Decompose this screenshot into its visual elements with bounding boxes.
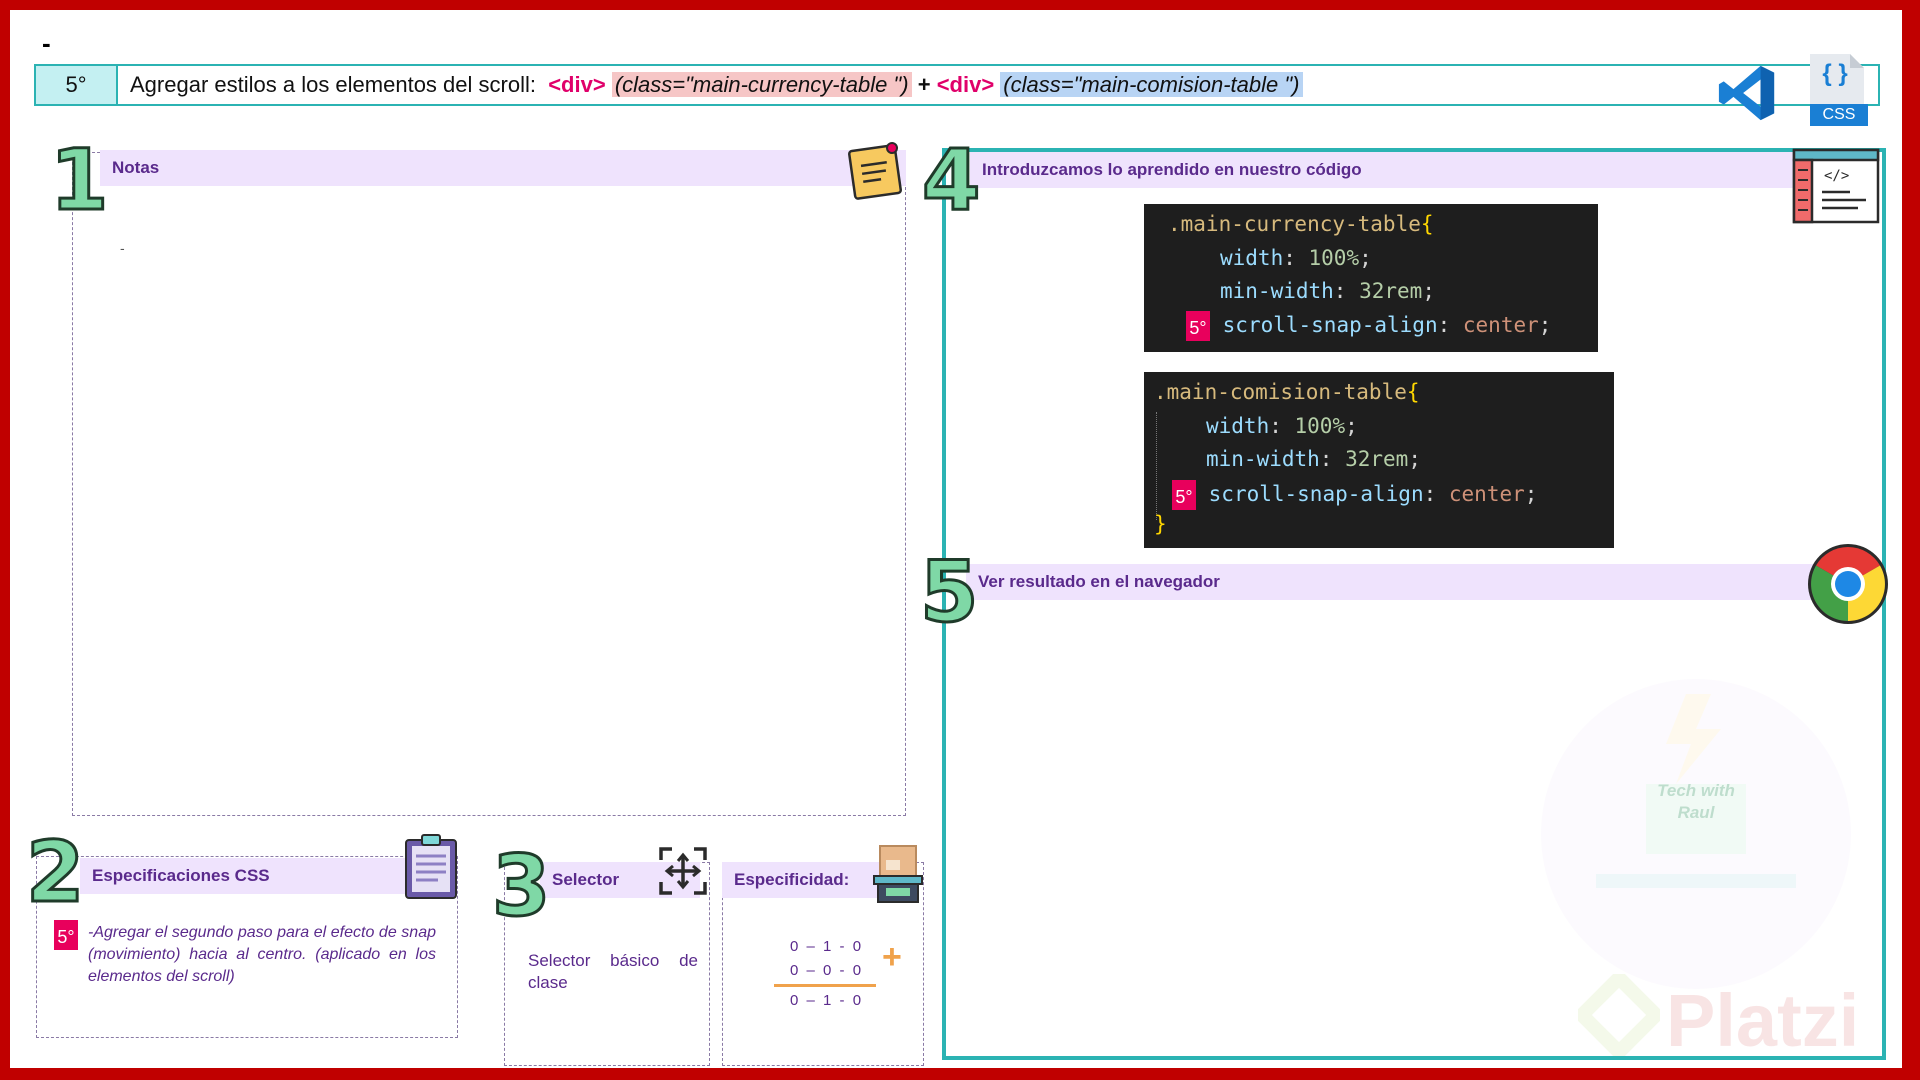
specs-box [36,856,458,1038]
specificity-divider [774,984,876,987]
code2-val-1: 100% [1294,414,1346,438]
sticky-note-icon [848,142,902,200]
code2-open-brace: { [1406,380,1420,404]
step-number: 5° [36,66,118,104]
specs-title: Especificaciones CSS [92,866,270,885]
code1-val-2: 32rem [1359,279,1423,303]
code1-prop-3: scroll-snap-align [1222,313,1438,337]
code2-val-2: 32rem [1345,447,1409,471]
code2-indent-guide [1156,412,1158,520]
code-block-comision: .main-comision-table{ width: 100%; min-w… [1144,372,1614,548]
code2-prop-1: width [1206,414,1270,438]
step-plus: + [917,72,931,97]
code1-badge: 5° [1186,311,1210,341]
browser-title: Ver resultado en el navegador [978,572,1220,591]
code-result-panel [942,148,1886,1060]
specificity-result: 0 – 1 - 0 [790,992,864,1009]
selector-title: Selector [552,870,620,889]
code2-selector: .main-comision-table [1154,380,1407,404]
code1-open-brace: { [1420,212,1434,236]
css-braces: { } [1822,60,1848,87]
scale-icon [873,845,923,903]
notes-box [72,152,906,816]
code1-prop-1: width [1220,246,1284,270]
code2-badge: 5° [1172,480,1196,510]
vscode-icon [1718,65,1775,121]
platzi-logo-icon [1578,974,1660,1056]
clipboard-icon [405,834,457,899]
notes-title: Notas [112,158,160,177]
code1-selector: .main-currency-table [1168,212,1421,236]
specs-header: Especificaciones CSS [80,858,420,894]
svg-text:</>: </> [1824,168,1849,184]
code-window-icon: </> [1792,148,1880,224]
code-block-currency: .main-currency-table{ width: 100%; min-w… [1144,204,1598,352]
code2-prop-2: min-width [1206,447,1320,471]
watermark-text: Tech with Raul [1646,780,1746,824]
code1-prop-2: min-width [1220,279,1334,303]
browser-header: Ver resultado en el navegador [966,564,1814,600]
watermark-line-1: Tech with [1657,781,1735,800]
step-text-prefix: Agregar estilos a los elementos del scro… [130,72,536,97]
specificity-title: Especificidad: [734,870,850,889]
code1-val-1: 100% [1308,246,1360,270]
code2-prop-3: scroll-snap-align [1208,482,1424,506]
section-number-2: 2 [24,823,85,921]
step-class-2: (class="main-comision-table ") [1000,72,1303,97]
notes-content: - [120,240,125,256]
watermark-logo [1541,679,1851,989]
css-label: CSS [1822,106,1856,123]
step-tag-1: <div> [548,72,606,97]
selector-header: Selector [540,862,700,898]
section-number-4: 4 [920,131,981,229]
code-header: Introduzcamos lo aprendido en nuestro có… [970,152,1800,188]
slide: - 5° Agregar estilos a los elementos del… [10,10,1902,1068]
chrome-icon [1808,544,1888,624]
section-number-3: 3 [490,837,551,935]
specificity-header: Especificidad: [722,862,884,898]
notes-header: Notas [100,150,906,186]
step-bar: 5° Agregar estilos a los elementos del s… [34,64,1880,106]
top-dash: - [42,28,51,58]
section-number-1: 1 [48,131,109,229]
specs-badge: 5° [54,920,78,950]
platzi-brand: Platzi [1666,979,1860,1062]
code2-val-3: center [1448,482,1525,506]
step-tag-2: <div> [936,72,995,97]
specificity-row-2: 0 – 0 - 0 [790,962,864,979]
watermark-line-2: Raul [1677,803,1715,822]
step-text: Agregar estilos a los elementos del scro… [130,66,1303,104]
code2-close-brace: } [1154,512,1167,536]
specificity-plus: + [882,938,902,976]
selector-move-icon [659,847,707,895]
css-file-icon: { } CSS [1806,52,1868,128]
specificity-row-1: 0 – 1 - 0 [790,938,864,955]
code1-val-3: center [1462,313,1539,337]
selector-text: Selector básico de clase [528,951,698,992]
section-number-5: 5 [918,543,979,641]
step-class-1: (class="main-currency-table ") [611,72,912,97]
code-title: Introduzcamos lo aprendido en nuestro có… [982,160,1362,179]
specs-text: -Agregar el segundo paso para el efecto … [88,924,436,985]
